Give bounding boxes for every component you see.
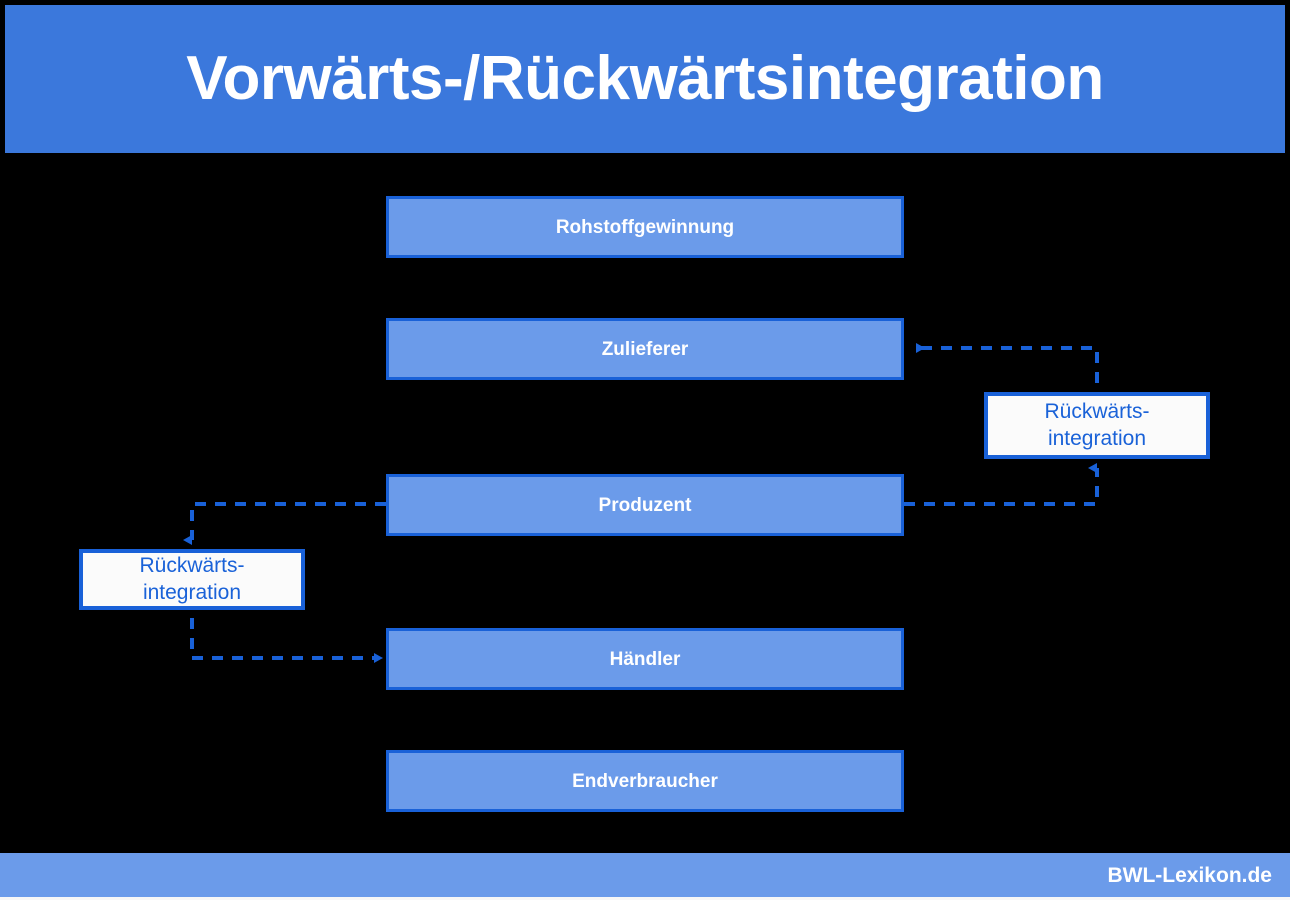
diagram-canvas: Rohstoffgewinnung Zulieferer Produzent H… <box>0 156 1290 853</box>
note-label: Rückwärts-integration <box>139 553 244 606</box>
note-box-rueckwaertsintegration-left[interactable]: Rückwärts-integration <box>79 549 305 610</box>
stage-label: Produzent <box>598 494 692 516</box>
footer-bar: BWL-Lexikon.de <box>0 853 1290 897</box>
note-line-1: Rückwärts- <box>139 554 245 578</box>
connector-right-note-to-zulieferer <box>916 343 1099 383</box>
stage-box-produzent[interactable]: Produzent <box>386 474 904 536</box>
footer-bottom-strip <box>0 897 1290 900</box>
connector-produzent-to-right-note <box>904 463 1099 506</box>
note-line-2: integration <box>1047 426 1147 450</box>
connector-left-note-to-haendler <box>190 618 383 663</box>
note-line-1: Rückwärts- <box>1044 400 1150 424</box>
stage-box-haendler[interactable]: Händler <box>386 628 904 690</box>
footer-brand: BWL-Lexikon.de <box>1107 863 1272 887</box>
note-box-rueckwaertsintegration-right[interactable]: Rückwärts-integration <box>984 392 1210 459</box>
header-bar: Vorwärts-/Rückwärtsintegration <box>5 5 1285 153</box>
note-label: Rückwärts-integration <box>1044 399 1149 452</box>
connector-layer <box>183 343 1099 663</box>
stage-box-zulieferer[interactable]: Zulieferer <box>386 318 904 380</box>
stage-label: Rohstoffgewinnung <box>555 216 735 238</box>
stage-box-endverbraucher[interactable]: Endverbraucher <box>386 750 904 812</box>
connector-produzent-to-left-note <box>183 502 386 545</box>
stage-label: Zulieferer <box>601 338 689 360</box>
page-title: Vorwärts-/Rückwärtsintegration <box>186 44 1104 113</box>
stage-label: Händler <box>609 648 681 670</box>
note-line-2: integration <box>142 580 242 604</box>
stage-box-rohstoffgewinnung[interactable]: Rohstoffgewinnung <box>386 196 904 258</box>
stage-label: Endverbraucher <box>572 770 718 792</box>
